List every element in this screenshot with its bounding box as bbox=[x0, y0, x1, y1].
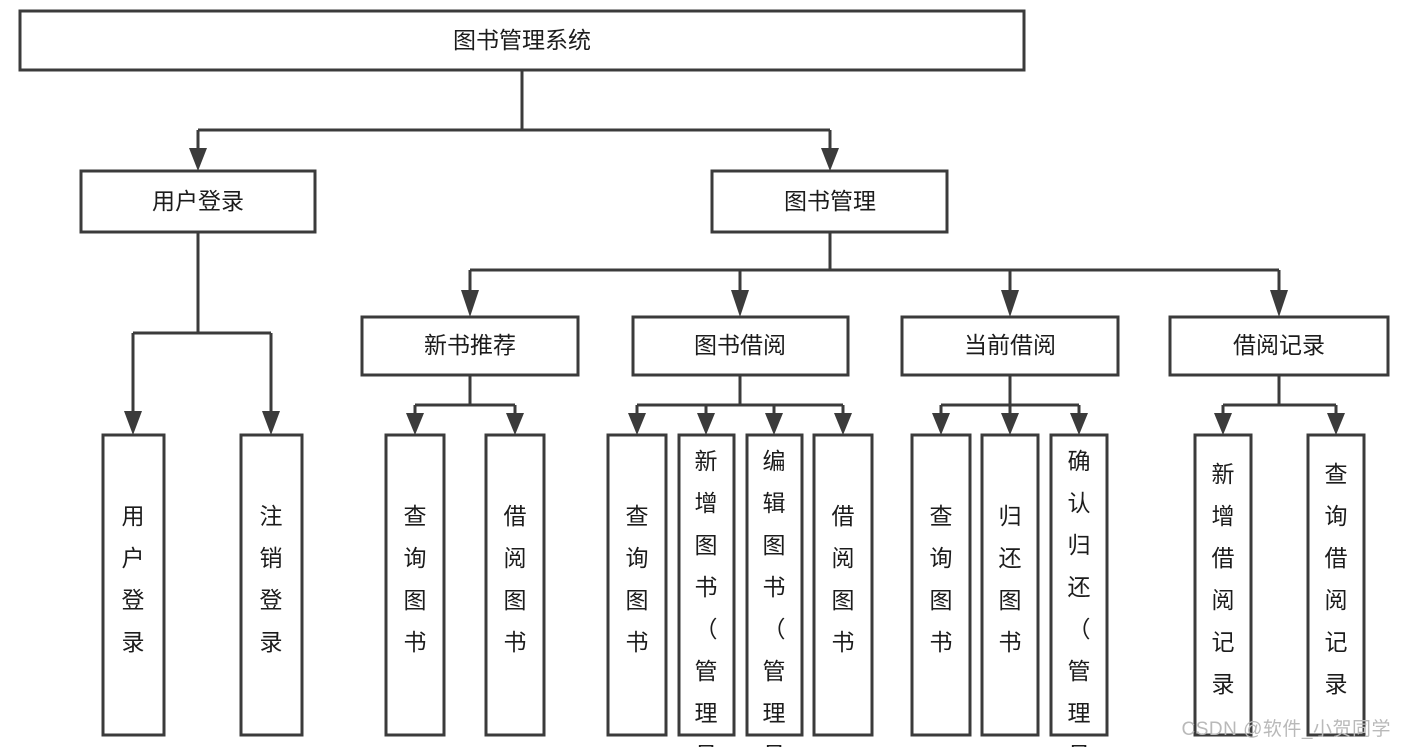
node-leaf-query-book-1[interactable]: 查询图书 bbox=[384, 433, 446, 737]
arrow-head-leaf-user-login bbox=[124, 411, 142, 435]
node-leaf-query-book-2-label: 查询图书 bbox=[626, 503, 649, 655]
arrow-head-leaf-add-record bbox=[1214, 413, 1232, 435]
node-book-management-label: 图书管理 bbox=[784, 188, 876, 214]
node-leaf-query-book-2[interactable]: 查询图书 bbox=[606, 433, 668, 737]
node-leaf-query-record-label: 查询借阅记录 bbox=[1325, 461, 1348, 697]
node-book-borrow-box[interactable] bbox=[631, 315, 850, 377]
node-leaf-logout[interactable]: 注销登录 bbox=[239, 433, 304, 737]
node-leaf-add-book-box[interactable] bbox=[677, 433, 736, 737]
node-leaf-query-book-3-box[interactable] bbox=[910, 433, 972, 737]
node-leaf-edit-book-box[interactable] bbox=[745, 433, 804, 737]
node-borrow-record[interactable]: 借阅记录 bbox=[1168, 315, 1390, 377]
node-new-book-recommend-label: 新书推荐 bbox=[424, 332, 516, 358]
node-leaf-logout-label: 注销登录 bbox=[260, 503, 283, 655]
node-leaf-query-book-3-label: 查询图书 bbox=[930, 503, 953, 655]
node-leaf-query-book-1-box[interactable] bbox=[384, 433, 446, 737]
node-leaf-query-book-3[interactable]: 查询图书 bbox=[910, 433, 972, 737]
node-leaf-borrow-book-1[interactable]: 借阅图书 bbox=[484, 433, 546, 737]
arrow-head-leaf-query-book-3 bbox=[932, 413, 950, 435]
arrow-head-new-book-recommend bbox=[461, 290, 479, 317]
arrow-head-leaf-add-book bbox=[697, 413, 715, 435]
node-root-label: 图书管理系统 bbox=[453, 27, 591, 53]
node-borrow-record-label: 借阅记录 bbox=[1233, 332, 1325, 358]
node-leaf-return-book-label: 归还图书 bbox=[999, 503, 1022, 655]
node-user-login[interactable]: 用户登录 bbox=[79, 169, 317, 234]
node-leaf-return-book[interactable]: 归还图书 bbox=[980, 433, 1040, 737]
node-leaf-user-login-label: 用户登录 bbox=[122, 503, 145, 655]
arrow-head-book-management bbox=[821, 148, 839, 171]
arrow-head-borrow-record bbox=[1270, 290, 1288, 317]
node-book-borrow[interactable]: 图书借阅 bbox=[631, 315, 850, 377]
node-leaf-add-book[interactable]: 新增图书（管理员） bbox=[677, 433, 736, 747]
arrow-head-leaf-borrow-book-1 bbox=[506, 413, 524, 435]
arrow-head-leaf-return-book bbox=[1001, 413, 1019, 435]
connector-layer bbox=[124, 70, 1345, 435]
node-book-management[interactable]: 图书管理 bbox=[710, 169, 949, 234]
node-leaf-borrow-book-2[interactable]: 借阅图书 bbox=[812, 433, 874, 737]
node-root[interactable]: 图书管理系统 bbox=[18, 9, 1026, 72]
node-book-borrow-label: 图书借阅 bbox=[694, 332, 786, 358]
node-leaf-add-record-box[interactable] bbox=[1193, 433, 1253, 737]
node-leaf-borrow-book-2-label: 借阅图书 bbox=[832, 503, 855, 655]
node-leaf-borrow-book-1-box[interactable] bbox=[484, 433, 546, 737]
node-leaf-add-book-label: 新增图书（管理员） bbox=[695, 448, 718, 747]
node-leaf-query-book-1-label: 查询图书 bbox=[404, 503, 427, 655]
node-leaf-query-record[interactable]: 查询借阅记录 bbox=[1306, 433, 1366, 737]
node-leaf-confirm-return-box[interactable] bbox=[1049, 433, 1109, 737]
arrow-head-user-login bbox=[189, 148, 207, 171]
arrow-head-leaf-query-record bbox=[1327, 413, 1345, 435]
node-leaf-query-record-box[interactable] bbox=[1306, 433, 1366, 737]
node-user-login-box[interactable] bbox=[79, 169, 317, 234]
node-current-borrow[interactable]: 当前借阅 bbox=[900, 315, 1120, 377]
node-leaf-add-record[interactable]: 新增借阅记录 bbox=[1193, 433, 1253, 737]
node-leaf-user-login-box[interactable] bbox=[101, 433, 166, 737]
node-leaf-user-login[interactable]: 用户登录 bbox=[101, 433, 166, 737]
arrow-head-leaf-edit-book bbox=[765, 413, 783, 435]
node-current-borrow-box[interactable] bbox=[900, 315, 1120, 377]
node-leaf-query-book-2-box[interactable] bbox=[606, 433, 668, 737]
arrow-head-book-borrow bbox=[731, 290, 749, 317]
node-leaf-add-record-label: 新增借阅记录 bbox=[1212, 461, 1235, 697]
arrow-head-leaf-borrow-book-2 bbox=[834, 413, 852, 435]
node-new-book-recommend-box[interactable] bbox=[360, 315, 580, 377]
node-new-book-recommend[interactable]: 新书推荐 bbox=[360, 315, 580, 377]
node-leaf-edit-book-label: 编辑图书（管理员） bbox=[763, 448, 786, 747]
arrow-head-current-borrow bbox=[1001, 290, 1019, 317]
node-current-borrow-label: 当前借阅 bbox=[964, 332, 1056, 358]
arrow-head-leaf-query-book-1 bbox=[406, 413, 424, 435]
arrow-head-leaf-logout bbox=[262, 411, 280, 435]
node-leaf-borrow-book-2-box[interactable] bbox=[812, 433, 874, 737]
node-leaf-edit-book[interactable]: 编辑图书（管理员） bbox=[745, 433, 804, 747]
node-root-box[interactable] bbox=[18, 9, 1026, 72]
node-book-management-box[interactable] bbox=[710, 169, 949, 234]
arrow-head-leaf-confirm-return bbox=[1070, 413, 1088, 435]
node-user-login-label: 用户登录 bbox=[152, 188, 244, 214]
node-leaf-confirm-return[interactable]: 确认归还（管理员） bbox=[1049, 433, 1109, 747]
node-leaf-logout-box[interactable] bbox=[239, 433, 304, 737]
node-leaf-confirm-return-label: 确认归还（管理员） bbox=[1068, 448, 1091, 747]
node-borrow-record-box[interactable] bbox=[1168, 315, 1390, 377]
node-leaf-borrow-book-1-label: 借阅图书 bbox=[504, 503, 527, 655]
node-leaf-return-book-box[interactable] bbox=[980, 433, 1040, 737]
arrow-head-leaf-query-book-2 bbox=[628, 413, 646, 435]
